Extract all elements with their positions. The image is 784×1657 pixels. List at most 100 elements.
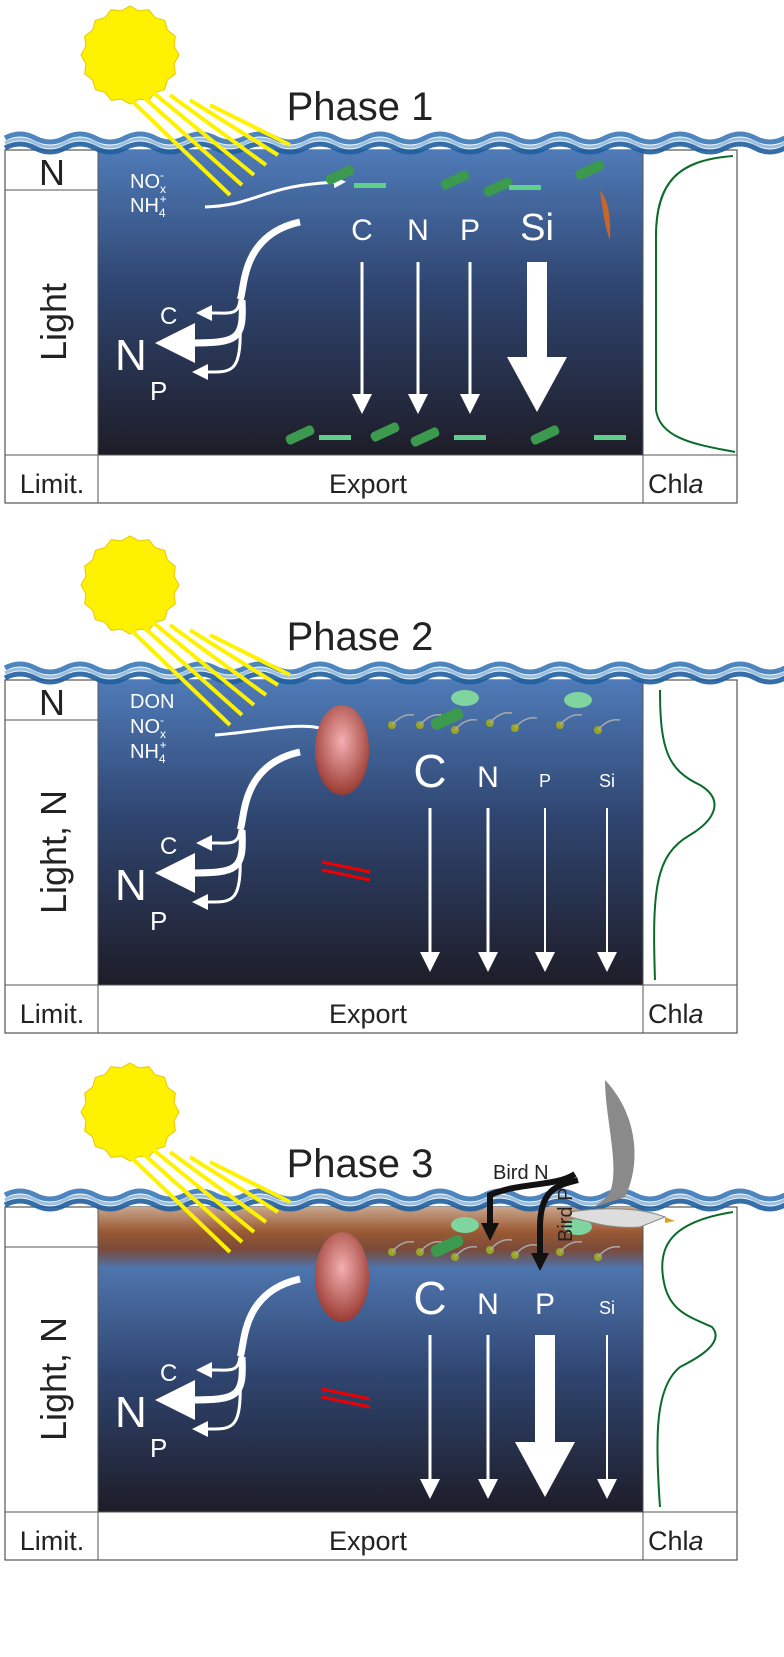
diatoms	[285, 160, 626, 447]
arrowhead	[196, 1362, 212, 1378]
recycling-arrows	[155, 218, 301, 380]
nutrient-sub: x	[160, 727, 166, 741]
sun-rays	[108, 78, 291, 197]
nutrient-sup: +	[160, 738, 167, 752]
export-arrow-n	[478, 1335, 498, 1499]
nutrient-input-label: NH4+	[130, 192, 167, 220]
footer-export-label: Export	[329, 469, 408, 499]
arrowhead	[155, 1380, 195, 1420]
chl-italic: a	[689, 469, 704, 499]
small-phytoplankton	[388, 1217, 621, 1261]
limitation-main-label: Light, N	[33, 1317, 74, 1441]
coccolith-icon	[564, 692, 592, 708]
phase-title: Phase 3	[287, 1142, 434, 1186]
nutrient-sub: x	[160, 182, 166, 196]
export-label-p: P	[535, 1288, 555, 1321]
export-label-c: C	[413, 745, 446, 797]
diatom-icon	[370, 422, 400, 442]
chl-text: Chl	[648, 469, 689, 499]
nutrient-base: DON	[130, 691, 174, 713]
recycling-arrows	[155, 748, 301, 910]
nutrient-sub: 4	[159, 206, 166, 220]
recycling-arrows	[155, 1275, 301, 1437]
arrowhead	[196, 305, 212, 321]
arrowhead	[196, 835, 212, 851]
dinoflagellate-icon	[315, 705, 369, 795]
export-arrow-p	[460, 262, 480, 414]
export-arrow-c	[420, 1335, 440, 1499]
sun-rays	[108, 1135, 291, 1254]
nutrient-sub: 4	[159, 752, 166, 766]
chl-italic: a	[689, 1526, 704, 1556]
chlorophyll-profile-line	[654, 155, 736, 453]
chain-diatom-icon	[594, 435, 626, 440]
diatom-icon	[483, 177, 513, 197]
bird-beak	[665, 1217, 675, 1223]
arrowhead	[192, 894, 208, 910]
chain-diatom-icon	[354, 183, 386, 188]
export-label-c: C	[413, 1272, 446, 1324]
bird-n-arrow	[481, 1171, 577, 1241]
export-arrow-c	[352, 262, 372, 414]
recycled-n-label: N	[115, 1388, 147, 1437]
seabird-icon	[569, 1080, 675, 1228]
diatom-icon	[285, 425, 315, 445]
arrowhead	[192, 1421, 208, 1437]
phase-title: Phase 1	[287, 85, 434, 129]
recycled-p-label: P	[150, 1433, 167, 1463]
export-label-p: P	[539, 771, 551, 791]
recycled-p-label: P	[150, 906, 167, 936]
sea-surface-waves	[3, 131, 784, 155]
export-arrow-n	[408, 262, 428, 414]
export-label-n: N	[477, 1288, 499, 1321]
nutrient-input-label: NH4+	[130, 738, 167, 766]
nutrient-base: NH	[130, 741, 159, 763]
phase-title: Phase 2	[287, 615, 434, 659]
bird-p-label: Bird P	[555, 1188, 577, 1242]
diatom-icon	[530, 425, 560, 445]
footer-limit-label: Limit.	[20, 999, 85, 1029]
bird-n-label: Bird N	[493, 1162, 549, 1184]
limitation-main-label: Light	[33, 283, 74, 361]
sun-rays	[108, 608, 291, 727]
footer-chl-label: Chla	[648, 469, 704, 499]
limitation-top-label: N	[39, 152, 65, 193]
export-label-n: N	[477, 761, 499, 794]
export-arrow-si	[597, 808, 617, 972]
uptake-arrow	[204, 176, 346, 209]
arrowhead	[192, 364, 208, 380]
grazing-block-mark	[321, 860, 371, 882]
chain-diatom-icon	[454, 435, 486, 440]
footer-export-label: Export	[329, 999, 408, 1029]
diatom-icon	[430, 1235, 464, 1257]
recycled-n-label: N	[115, 861, 147, 910]
chain-diatom-icon	[319, 435, 351, 440]
chl-text: Chl	[648, 1526, 689, 1556]
chain-diatom-icon	[509, 185, 541, 190]
grazing-block-mark	[321, 1387, 371, 1409]
recycled-c-label: C	[160, 833, 177, 860]
export-label-n: N	[407, 214, 429, 247]
nutrient-input-label: DON	[130, 691, 174, 713]
sun-icon	[80, 1062, 180, 1162]
diatom-icon	[325, 165, 355, 185]
export-label-c: C	[351, 214, 373, 247]
footer-limit-label: Limit.	[20, 1526, 85, 1556]
diatom-icon	[430, 708, 464, 730]
chl-italic: a	[689, 999, 704, 1029]
coccolith-icon	[451, 1217, 479, 1233]
nutrient-base: NO	[130, 716, 160, 738]
sun-icon	[80, 535, 180, 635]
limitation-top-label: N	[39, 682, 65, 723]
nutrient-input-label: NOx-	[130, 168, 166, 196]
export-label-p: P	[460, 214, 480, 247]
recycled-n-label: N	[115, 331, 147, 380]
small-phytoplankton	[388, 690, 621, 734]
chlorophyll-profile-line	[653, 689, 716, 981]
nutrient-base: NO	[130, 171, 160, 193]
nutrient-sup: -	[160, 713, 164, 727]
